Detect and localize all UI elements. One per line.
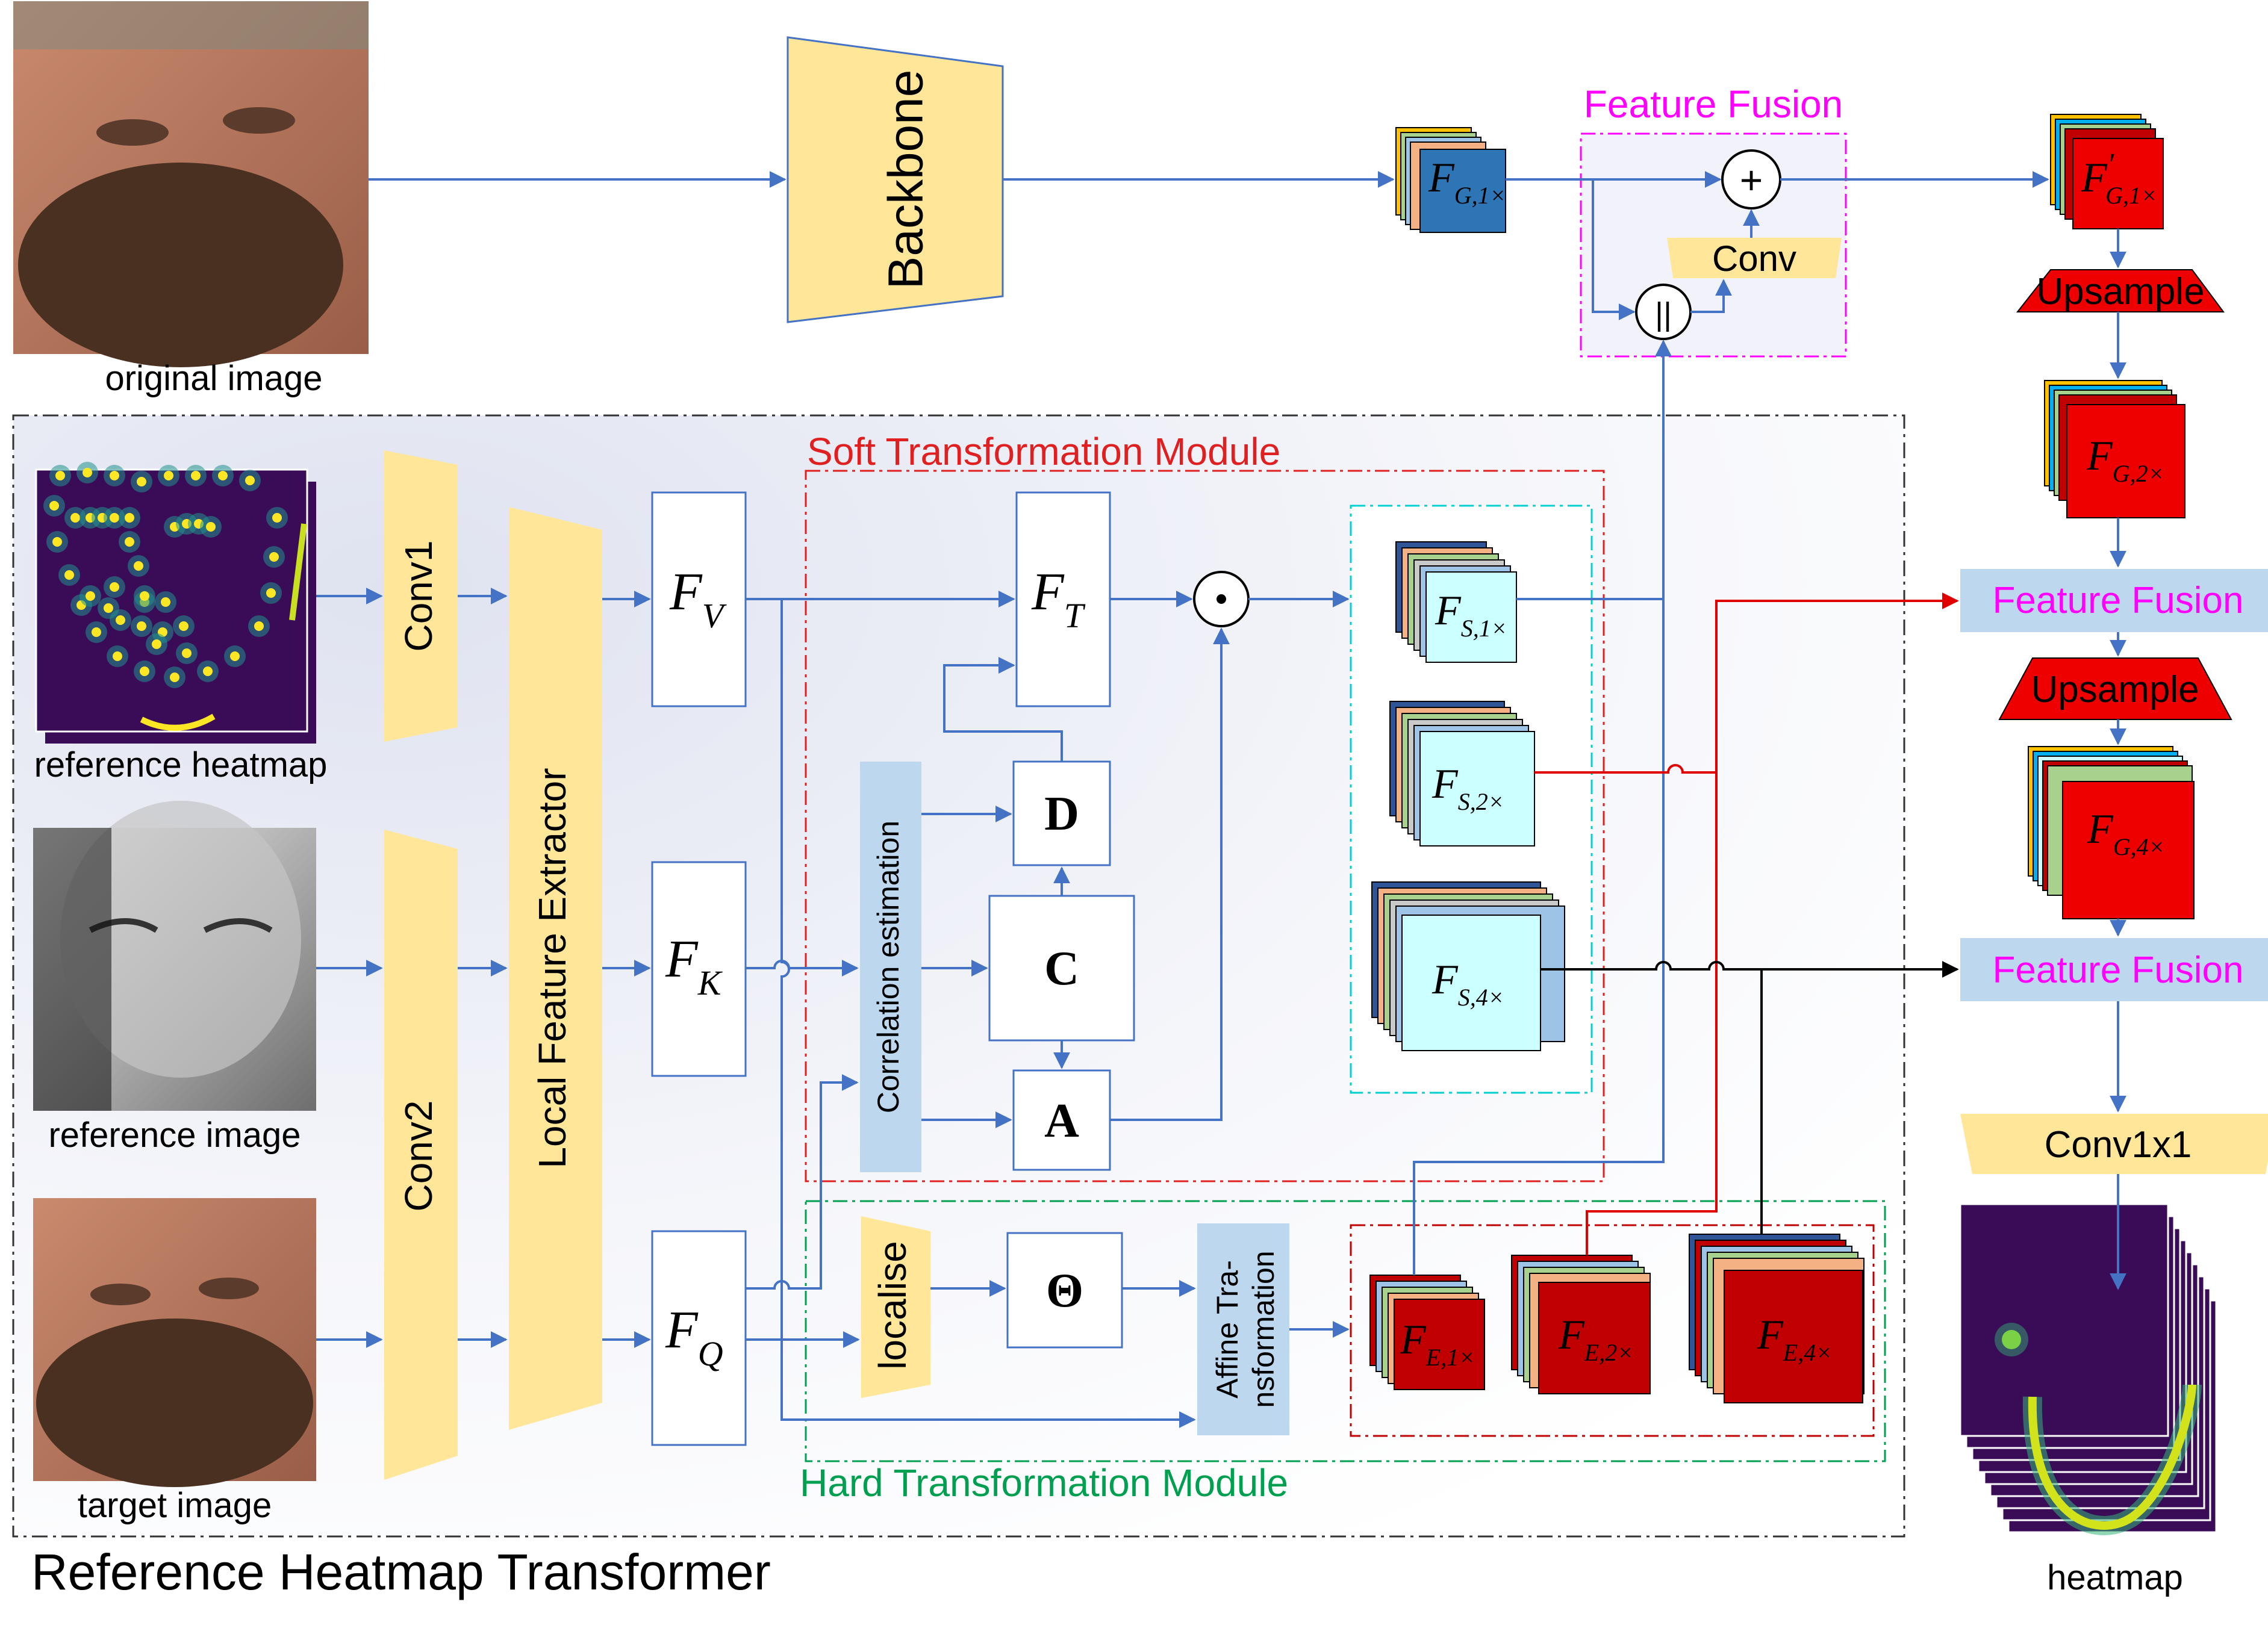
correlation-block bbox=[860, 762, 921, 1172]
a-box bbox=[1012, 1069, 1111, 1171]
fq-box bbox=[651, 1230, 747, 1446]
upsample-2-block bbox=[1998, 657, 2232, 720]
a-label: A bbox=[1044, 1095, 1079, 1148]
d-box bbox=[1012, 760, 1111, 866]
reference-heatmap bbox=[35, 462, 316, 744]
conv1x1-block bbox=[1960, 1114, 2268, 1174]
ft-label: FT bbox=[1031, 563, 1086, 635]
fs-4x-label: FS,4× bbox=[1432, 957, 1504, 1011]
htm-title: Hard Transformation Module bbox=[800, 1461, 1288, 1505]
upsample-1-label: Upsample bbox=[2036, 271, 2204, 312]
conv-label: Conv bbox=[1712, 238, 1796, 279]
conv-block bbox=[1667, 238, 1842, 278]
local-feature-extractor-label: Local Feature Extractor bbox=[531, 768, 574, 1168]
theta-box bbox=[1006, 1232, 1123, 1349]
fg-4x-label: FG,4× bbox=[2087, 806, 2165, 860]
fusion-1-label: Feature Fusion bbox=[1993, 580, 2244, 621]
c-label: C bbox=[1044, 942, 1079, 995]
mul-op-dot bbox=[1217, 594, 1226, 604]
fusion-2-label: Feature Fusion bbox=[1993, 949, 2244, 991]
affine-label: Affine Tra-nsformation bbox=[1210, 1250, 1280, 1408]
fe-4x-stack bbox=[1689, 1234, 1865, 1403]
fk-label: FK bbox=[665, 930, 723, 1002]
fe-4x-label: FE,4× bbox=[1757, 1312, 1832, 1366]
fv-label: FV bbox=[669, 563, 727, 635]
fk-box bbox=[651, 861, 747, 1077]
conv1-label: Conv1 bbox=[397, 541, 440, 652]
rht-title: Reference Heatmap Transformer bbox=[31, 1544, 771, 1600]
concat-op-symbol: || bbox=[1655, 296, 1672, 332]
fg-1x-label: FG,1× bbox=[1428, 155, 1506, 209]
affine-block bbox=[1197, 1223, 1289, 1435]
localise-label: localise bbox=[871, 1241, 914, 1369]
d-label: D bbox=[1044, 787, 1079, 840]
add-op-symbol: + bbox=[1740, 158, 1763, 202]
fe-1x-label: FE,1× bbox=[1400, 1317, 1475, 1371]
fs-2x-label: FS,2× bbox=[1432, 761, 1504, 815]
original-image-label: original image bbox=[105, 359, 322, 398]
output-heatmap bbox=[1959, 1203, 2217, 1535]
output-heatmap-label: heatmap bbox=[2047, 1558, 2183, 1597]
conv1-block bbox=[384, 450, 458, 742]
upsample-1-block bbox=[2016, 269, 2225, 312]
fg-2x-stack bbox=[2044, 380, 2185, 518]
conv2-block bbox=[384, 830, 458, 1480]
fusion-1-block bbox=[1960, 569, 2268, 632]
fe-group-frame bbox=[1350, 1224, 1875, 1437]
stm-frame bbox=[805, 470, 1605, 1182]
conv2-label: Conv2 bbox=[397, 1101, 440, 1212]
fg-1x-stack bbox=[1395, 127, 1506, 233]
reference-image bbox=[33, 801, 316, 1111]
connectors bbox=[316, 171, 2126, 1428]
fg-prime-1x-label: F′G,1× bbox=[2081, 148, 2157, 209]
stm-title: Soft Transformation Module bbox=[807, 430, 1280, 473]
fs-2x-stack bbox=[1389, 701, 1535, 846]
original-image bbox=[13, 1, 369, 367]
fe-2x-stack bbox=[1511, 1255, 1651, 1394]
upsample-2-label: Upsample bbox=[2031, 669, 2199, 710]
reference-image-label: reference image bbox=[48, 1116, 301, 1155]
target-image bbox=[33, 1198, 316, 1487]
backbone-block bbox=[787, 36, 1004, 323]
htm-frame bbox=[805, 1200, 1886, 1462]
backbone-label: Backbone bbox=[879, 70, 933, 290]
c-box bbox=[988, 895, 1135, 1042]
ft-box bbox=[1015, 491, 1111, 707]
correlation-label: Correlation estimation bbox=[871, 821, 905, 1113]
localise-block bbox=[861, 1216, 930, 1398]
fs-1x-label: FS,1× bbox=[1435, 588, 1507, 642]
fe-1x-stack bbox=[1369, 1275, 1485, 1390]
local-feature-extractor-block bbox=[509, 507, 602, 1430]
fg-2x-label: FG,2× bbox=[2086, 433, 2164, 487]
target-image-label: target image bbox=[78, 1486, 272, 1525]
fusion-2-block bbox=[1960, 938, 2268, 1001]
fs-1x-stack bbox=[1395, 541, 1517, 663]
fs-4x-stack bbox=[1371, 881, 1565, 1051]
theta-label: Θ bbox=[1046, 1264, 1083, 1317]
fv-box bbox=[651, 491, 747, 707]
reference-heatmap-label: reference heatmap bbox=[34, 745, 328, 784]
conv1x1-label: Conv1x1 bbox=[2045, 1124, 2192, 1166]
fe-2x-label: FE,2× bbox=[1558, 1312, 1633, 1366]
fg-prime-1x-stack bbox=[2050, 114, 2164, 229]
fq-label: FQ bbox=[665, 1301, 723, 1373]
top-fusion-title: Feature Fusion bbox=[1584, 82, 1843, 126]
fg-4x-stack bbox=[2028, 746, 2195, 919]
